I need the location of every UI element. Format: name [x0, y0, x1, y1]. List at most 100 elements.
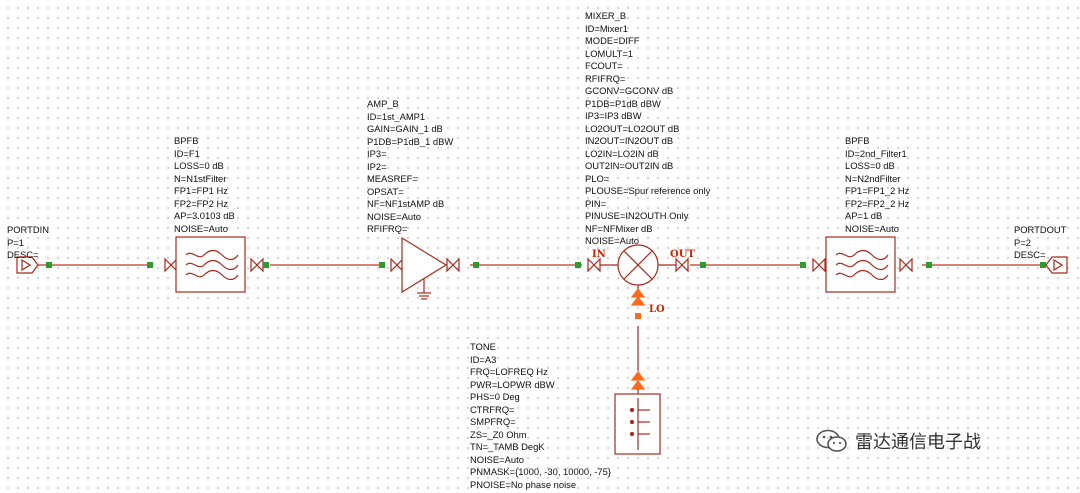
param-line: FP1=FP1_2 Hz [845, 185, 910, 196]
param-line: PNOISE=No phase noise [470, 478, 577, 490]
wires [38, 264, 1040, 371]
param-line: ID=Mixer1 [585, 22, 628, 34]
lo-marker-down [630, 380, 646, 390]
lo-marker-up [630, 288, 646, 298]
param-line: MODE=DIFF [585, 35, 640, 46]
param-line: IP3= [367, 148, 387, 159]
param-line: NF=NF1stAMP dB [367, 198, 445, 209]
param-line: NOISE=Auto [367, 210, 421, 222]
param-line: LOSS=0 dB [845, 160, 895, 171]
node-dot [700, 262, 706, 268]
param-line: FP1=FP1 Hz [174, 185, 228, 196]
param-line: BPFB [174, 135, 199, 146]
param-line: N=N2ndFilter [845, 172, 901, 184]
param-line: LO2IN=LO2IN dB [585, 147, 659, 159]
param-line: LOMULT=1 [585, 47, 634, 59]
param-line: TONE [470, 341, 496, 352]
param-line: ID=2nd_Filter1 [845, 147, 907, 159]
param-line: AMP_B [367, 98, 399, 109]
param-line: FP2=FP2 Hz [174, 197, 228, 209]
node-dot [46, 262, 52, 268]
param-line: PLO= [585, 172, 610, 184]
param-line: ZS=_Z0 Ohm [470, 428, 527, 440]
param-line: P=2 [1014, 236, 1031, 248]
param-line: BPFB [845, 135, 870, 146]
param-line: PHS=0 Deg [470, 391, 520, 402]
param-line: FCOUT= [585, 60, 623, 71]
node-dot [147, 262, 153, 268]
param-line: PIN= [585, 197, 607, 209]
param-line: PLOUSE=Spur reference only [585, 185, 711, 196]
mixer-symbol[interactable] [575, 244, 706, 319]
param-line: GAIN=GAIN_1 dB [367, 123, 443, 134]
portdout-symbol[interactable] [1040, 256, 1068, 274]
portdin-symbol[interactable] [16, 256, 52, 274]
param-line: IP2= [367, 160, 387, 172]
node-dot [263, 262, 269, 268]
param-line: FP2=FP2_2 Hz [845, 197, 910, 209]
param-line: AP=3.0103 dB [174, 210, 235, 221]
param-line: RFIFRQ= [585, 72, 626, 84]
node-dot [1040, 262, 1046, 268]
param-line: IN2OUT=IN2OUT dB [585, 135, 674, 146]
amp-symbol[interactable] [379, 236, 479, 300]
lo-marker-up [630, 296, 646, 306]
param-line: OUT2IN=OUT2IN dB [585, 160, 674, 171]
param-line: CTRFRQ= [470, 403, 515, 415]
param-line: PINUSE=IN2OUTH Only [585, 210, 689, 221]
mixer-port-in-label: IN [592, 249, 606, 260]
lo-marker-down [630, 371, 646, 381]
param-line: ID=1st_AMP1 [367, 110, 426, 122]
node-dot [575, 262, 581, 268]
watermark: 雷达通信电子战 [815, 428, 981, 454]
param-line: TN=_TAMB DegK [470, 441, 545, 452]
param-line: P=1 [7, 236, 24, 248]
param-line: P1DB=P1dB dBW [585, 97, 661, 109]
param-line: GCONV=GCONV dB [585, 85, 674, 96]
param-line: LO2OUT=LO2OUT dB [585, 122, 680, 134]
param-line: IP3=IP3 dBW [585, 110, 642, 121]
param-line: ID=F1 [174, 147, 200, 159]
filter2-symbol[interactable] [800, 236, 932, 293]
node-dot [635, 313, 641, 319]
wechat-icon [816, 429, 847, 452]
mixer-port-out-label: OUT [670, 249, 695, 260]
mixer-port-lo-label: LO [649, 304, 665, 315]
param-line: AP=1 dB [845, 210, 883, 221]
param-line: MIXER_B [585, 10, 627, 21]
param-line: RFIFRQ= [367, 223, 408, 234]
param-line: DESC= [7, 249, 39, 260]
param-line: NOISE=Auto [470, 453, 524, 465]
filter1-symbol[interactable] [147, 236, 269, 293]
param-line: NF=NFMixer dB [585, 222, 653, 234]
param-line: LOSS=0 dB [174, 160, 224, 171]
param-line: PORTDOUT [1014, 224, 1067, 235]
param-line: NOISE=Auto [585, 235, 639, 246]
param-line: P1DB=P1dB_1 dBW [367, 135, 454, 147]
param-line: MEASREF= [367, 173, 418, 184]
param-line: DESC= [1014, 249, 1046, 260]
param-line: FRQ=LOFREQ Hz [470, 366, 548, 377]
param-line: SMPFRQ= [470, 416, 516, 427]
node-dot [800, 262, 806, 268]
node-dot [473, 262, 479, 268]
param-line: PORTDIN [7, 224, 50, 235]
watermark-text: 雷达通信电子战 [855, 432, 981, 453]
param-line: NOISE=Auto [845, 222, 899, 234]
param-line: OPSAT= [367, 185, 404, 197]
param-line: N=N1stFilter [174, 172, 227, 184]
param-line: ID=A3 [470, 353, 497, 365]
node-dot [379, 262, 385, 268]
node-dot [926, 262, 932, 268]
param-line: PWR=LOPWR dBW [470, 378, 555, 390]
tone-symbol[interactable] [614, 371, 661, 455]
param-line: NOISE=Auto [174, 222, 228, 234]
param-line: PNMASK={1000, -30, 10000, -75} [470, 466, 611, 477]
